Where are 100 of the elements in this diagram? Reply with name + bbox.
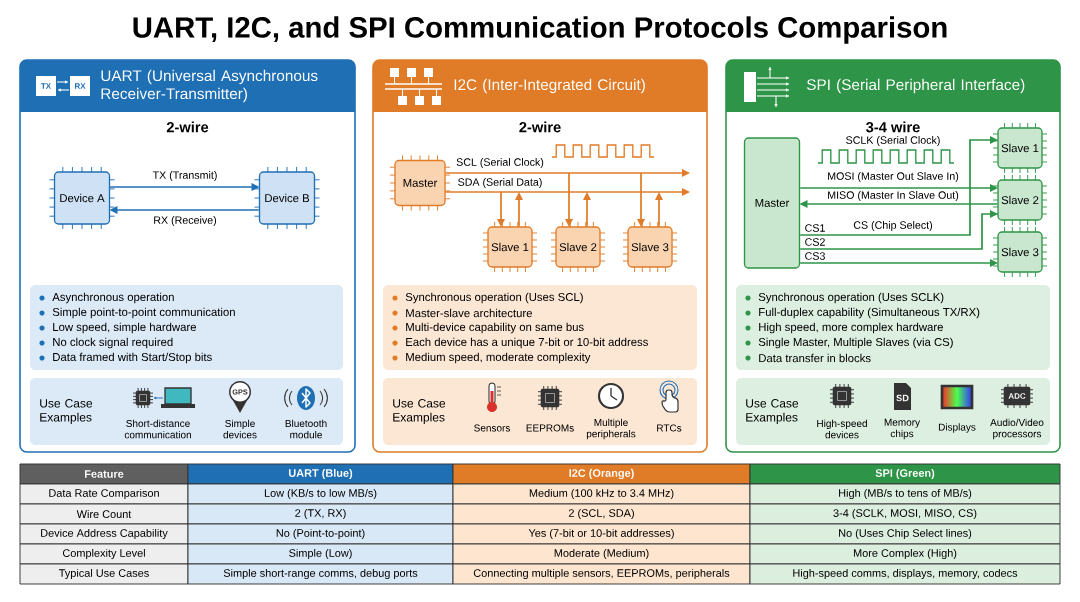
edge-label: RX (Receive) bbox=[152, 215, 218, 227]
use-case-heading: Use Case Examples bbox=[40, 399, 93, 424]
panel-title: I2C (Inter-Integrated Circuit) bbox=[454, 78, 645, 94]
edge-label: CS2 bbox=[803, 237, 827, 247]
bullet-item: Data transfer in blocks bbox=[745, 353, 871, 363]
chip-box: Master bbox=[389, 155, 451, 211]
bullet-item: Master-slave architecture bbox=[392, 308, 532, 318]
bullet-item: Data framed with Start/Stop bits bbox=[39, 352, 212, 364]
feature-list-box bbox=[383, 285, 697, 370]
edge-label: MOSI (Master Out Slave In) bbox=[826, 171, 960, 183]
bullet-item: High speed, more complex hardware bbox=[745, 322, 943, 334]
table-cell: Device Address Capability bbox=[19, 523, 189, 545]
bullet-item: Single Master, Multiple Slaves (via CS) bbox=[745, 337, 953, 349]
arrow bbox=[109, 206, 260, 214]
bullet-item: Asynchronous operation bbox=[39, 292, 174, 304]
feature-list-box bbox=[30, 285, 343, 370]
table-cell: 2 (SCL, SDA) bbox=[452, 503, 751, 525]
edge-label: SCL (Serial Clock) bbox=[455, 157, 545, 169]
bullet-item: Synchronous operation (Uses SCL) bbox=[392, 292, 583, 304]
bullet-item: Each device has a unique 7-bit or 10-bit address bbox=[392, 337, 648, 349]
feature-list-box bbox=[736, 285, 1050, 370]
panel-title: SPI (Serial Peripheral Interface) bbox=[806, 78, 1025, 94]
title: UART, I2C, and SPI Communication Protocols Comparison bbox=[133, 16, 947, 44]
table-header-cell: Feature bbox=[19, 463, 189, 485]
arrow bbox=[799, 184, 998, 192]
edge-label: TX (Transmit) bbox=[151, 170, 219, 182]
chip-box: Slave 3 bbox=[992, 226, 1048, 278]
signal-label: SCLK (Serial Clock) bbox=[846, 136, 940, 146]
arrow bbox=[583, 192, 591, 228]
arrow bbox=[655, 192, 663, 228]
table-cell: Complexity Level bbox=[19, 543, 189, 565]
table-cell: Wire Count bbox=[19, 503, 189, 525]
icon-caption: Memory chips bbox=[884, 418, 921, 440]
table-header-cell: SPI (Green) bbox=[749, 463, 1061, 485]
table-cell: More Complex (High) bbox=[749, 543, 1061, 565]
arrow bbox=[515, 192, 523, 228]
table-cell: Yes (7-bit or 10-bit addresses) bbox=[452, 523, 751, 545]
use-case-heading: Use Case Examples bbox=[393, 399, 446, 424]
bullet-item: Multi-device capability on same bus bbox=[392, 322, 584, 334]
table-cell: Data Rate Comparison bbox=[19, 483, 189, 505]
chip-box: Slave 3 bbox=[622, 221, 678, 273]
label: RX bbox=[75, 83, 86, 89]
icon-caption: Multiple peripherals bbox=[586, 418, 636, 440]
chip-box: Slave 2 bbox=[550, 221, 606, 273]
table-cell: Medium (100 kHz to 3.4 MHz) bbox=[452, 483, 751, 505]
arrow bbox=[799, 259, 998, 267]
table-cell: Moderate (Medium) bbox=[452, 543, 751, 565]
wire-count-label: 3-4 wire bbox=[866, 121, 920, 133]
table-cell: No (Point-to-point) bbox=[187, 523, 454, 545]
bullet-item: Medium speed, moderate complexity bbox=[392, 352, 591, 364]
arrow bbox=[799, 136, 998, 236]
arrow bbox=[799, 200, 999, 208]
bullet-item: No clock signal required bbox=[39, 337, 173, 349]
arrow bbox=[799, 210, 998, 250]
bullet-item: Simple point-to-point communication bbox=[39, 307, 235, 319]
table-cell: No (Uses Chip Select lines) bbox=[749, 523, 1061, 545]
table-cell: 2 (TX, RX) bbox=[187, 503, 454, 525]
icon-caption: Bluetooth module bbox=[285, 419, 327, 439]
chip-box: Slave 1 bbox=[992, 122, 1048, 174]
table-cell: Connecting multiple sensors, EEPROMs, peripherals bbox=[452, 563, 751, 585]
icon-caption: Displays bbox=[938, 423, 976, 433]
icon-caption: High-speed devices bbox=[817, 419, 867, 439]
icon-caption: EEPROMs bbox=[526, 424, 574, 432]
edge-label: SDA (Serial Data) bbox=[456, 177, 544, 189]
panel-title: UART (Universal Asynchronous Receiver-Transmitter) bbox=[101, 69, 318, 103]
arrow bbox=[109, 183, 260, 191]
chip-box: Slave 1 bbox=[482, 221, 538, 273]
icon-caption: RTCs bbox=[657, 424, 682, 432]
icon-caption: Audio/Video processors bbox=[990, 418, 1044, 440]
chip-box: Device A bbox=[49, 166, 115, 230]
icon-caption: Sensors bbox=[474, 424, 510, 432]
table-cell: High-speed comms, displays, memory, codecs bbox=[749, 563, 1061, 585]
edge-label: CS3 bbox=[803, 251, 827, 261]
icon-caption: Simple devices bbox=[223, 419, 257, 439]
arrow bbox=[637, 172, 645, 227]
table-header-cell: I2C (Orange) bbox=[452, 463, 751, 485]
arrow bbox=[497, 191, 505, 227]
icon-caption: Short-distance communication bbox=[124, 419, 191, 439]
chip-box: Slave 2 bbox=[992, 174, 1048, 226]
arrow bbox=[444, 169, 690, 177]
use-case-heading: Use Case Examples bbox=[746, 399, 799, 424]
wire-count-label: 2-wire bbox=[519, 121, 561, 133]
edge-label: CS1 bbox=[803, 223, 827, 233]
table-cell: Simple short-range comms, debug ports bbox=[187, 563, 454, 585]
wire-count-label: 2-wire bbox=[166, 121, 209, 133]
bullet-item: Full-duplex capability (Simultaneous TX/RX) bbox=[745, 307, 980, 319]
arrow bbox=[565, 172, 573, 227]
table-cell: Simple (Low) bbox=[187, 543, 454, 565]
table-header-cell: UART (Blue) bbox=[187, 463, 454, 485]
edge-label: MISO (Master In Slave Out) bbox=[826, 190, 960, 202]
chip-box: Device B bbox=[254, 166, 320, 230]
label: TX bbox=[40, 83, 52, 89]
bullet-item: Low speed, simple hardware bbox=[39, 322, 196, 334]
table-cell: Low (KB/s to low MB/s) bbox=[187, 483, 454, 505]
table-cell: High (MB/s to tens of MB/s) bbox=[749, 483, 1061, 505]
arrow bbox=[444, 188, 690, 196]
signal-label: CS (Chip Select) bbox=[852, 220, 934, 232]
table-cell: Typical Use Cases bbox=[19, 563, 189, 585]
table-cell: 3-4 (SCLK, MOSI, MISO, CS) bbox=[749, 503, 1061, 525]
master-block: Master bbox=[743, 137, 801, 269]
